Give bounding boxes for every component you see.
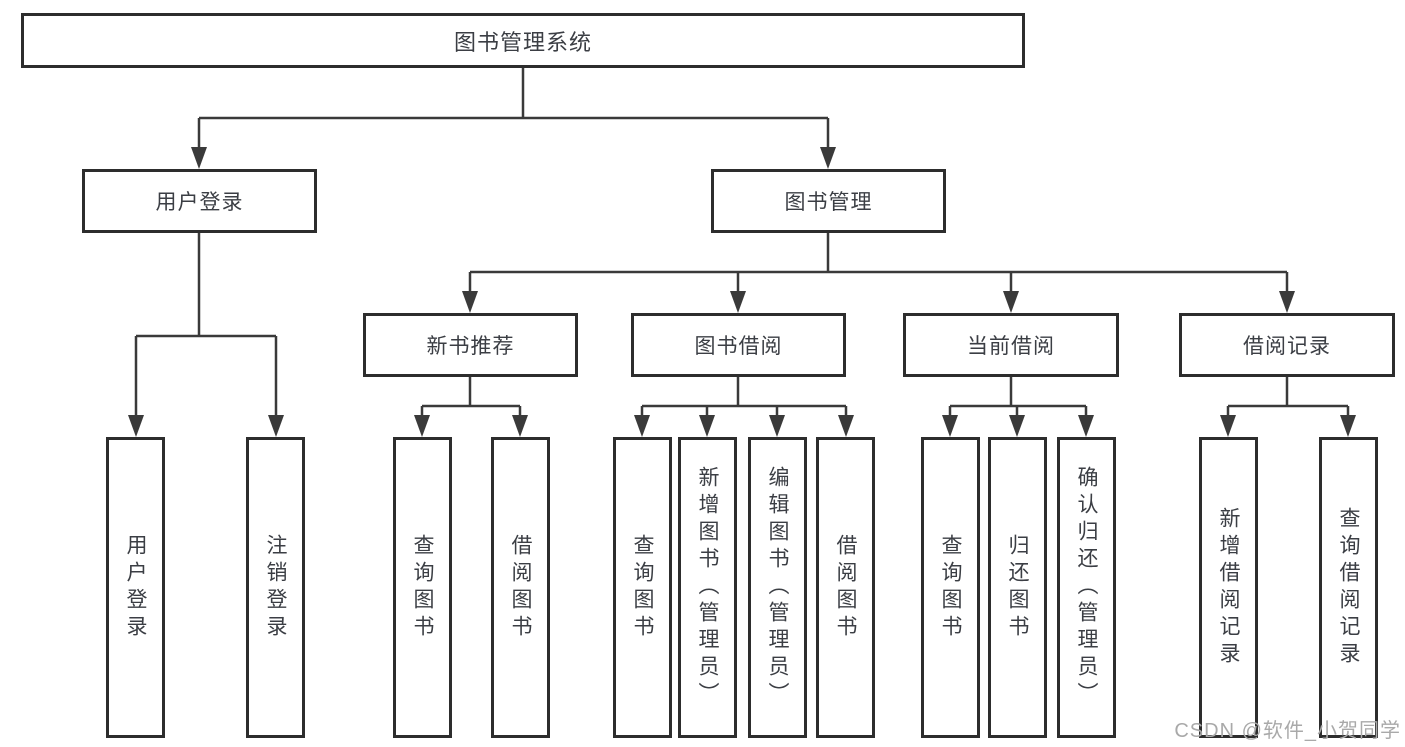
leaf-user-login: 用户登录 xyxy=(106,437,165,738)
node-current-borrowing: 当前借阅 xyxy=(903,313,1119,377)
node-book-borrowing: 图书借阅 xyxy=(631,313,846,377)
leaf-query-books-current: 查询图书 xyxy=(921,437,980,738)
leaf-logout: 注销登录 xyxy=(246,437,305,738)
leaf-add-borrow-record: 新增借阅记录 xyxy=(1199,437,1258,738)
csdn-watermark: CSDN @软件_小贺同学 xyxy=(1174,720,1401,742)
node-borrowing-records: 借阅记录 xyxy=(1179,313,1395,377)
tree-arrowheads xyxy=(128,147,1356,437)
leaf-return-books: 归还图书 xyxy=(988,437,1047,738)
leaf-query-books-recommend: 查询图书 xyxy=(393,437,452,738)
node-library-system: 图书管理系统 xyxy=(21,13,1025,68)
leaf-borrow-books: 借阅图书 xyxy=(816,437,875,738)
leaf-query-borrow-record: 查询借阅记录 xyxy=(1319,437,1378,738)
leaf-query-books-borrowing: 查询图书 xyxy=(613,437,672,738)
leaf-edit-books-admin: 编辑图书（管理员） xyxy=(748,437,807,738)
tree-edges xyxy=(134,68,1350,418)
leaf-borrow-books-recommend: 借阅图书 xyxy=(491,437,550,738)
leaf-confirm-return-admin: 确认归还（管理员） xyxy=(1057,437,1116,738)
node-user-login: 用户登录 xyxy=(82,169,317,233)
node-new-book-recommend: 新书推荐 xyxy=(363,313,578,377)
leaf-add-books-admin: 新增图书（管理员） xyxy=(678,437,737,738)
node-book-management: 图书管理 xyxy=(711,169,946,233)
